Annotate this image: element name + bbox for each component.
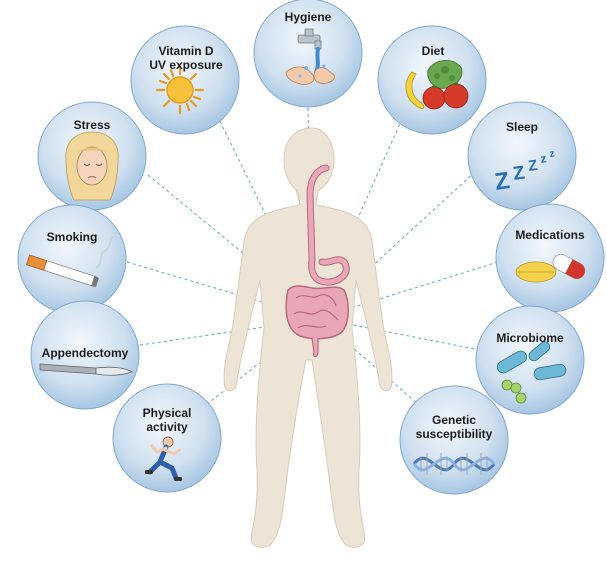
bubble-appendectomy — [30, 300, 140, 410]
fruit-vegetables-icon — [405, 60, 469, 110]
digestive-tract — [285, 164, 350, 358]
pills-icon — [515, 253, 586, 283]
svg-text:z: z — [539, 151, 547, 166]
label-sleep: Sleep — [505, 120, 538, 134]
stressed-woman-icon — [65, 131, 119, 201]
bubble-microbiome — [475, 305, 585, 415]
cigarette-icon — [26, 235, 115, 288]
bubble-sleep — [467, 101, 577, 211]
label-microbiome: Microbiome — [496, 331, 564, 345]
svg-text:Z: Z — [527, 157, 538, 175]
label-hygiene: Hygiene — [284, 10, 332, 24]
bubble-medications — [495, 203, 605, 313]
runner-icon — [145, 436, 182, 481]
bacteria-icon — [496, 341, 567, 404]
bubble-hygiene — [253, 0, 363, 108]
scalpel-icon — [39, 363, 133, 376]
sun-icon — [155, 65, 205, 115]
faucet-hands-icon — [285, 28, 335, 85]
svg-text:Z: Z — [493, 167, 511, 196]
zzz-icon: Z Z Z z z — [493, 148, 555, 196]
label-stress: Stress — [73, 118, 111, 132]
label-diet: Diet — [421, 44, 445, 58]
label-medications: Medications — [515, 228, 585, 242]
label-physical-activity: Physical activity — [142, 406, 192, 434]
svg-text:Z: Z — [512, 162, 527, 184]
label-genetic: Genetic susceptibility — [415, 413, 493, 441]
dna-helix-icon — [412, 453, 496, 475]
label-vitamin-d: Vitamin D UV exposure — [149, 44, 223, 72]
svg-text:z: z — [549, 148, 555, 160]
label-appendectomy: Appendectomy — [41, 346, 129, 360]
label-smoking: Smoking — [46, 230, 98, 244]
